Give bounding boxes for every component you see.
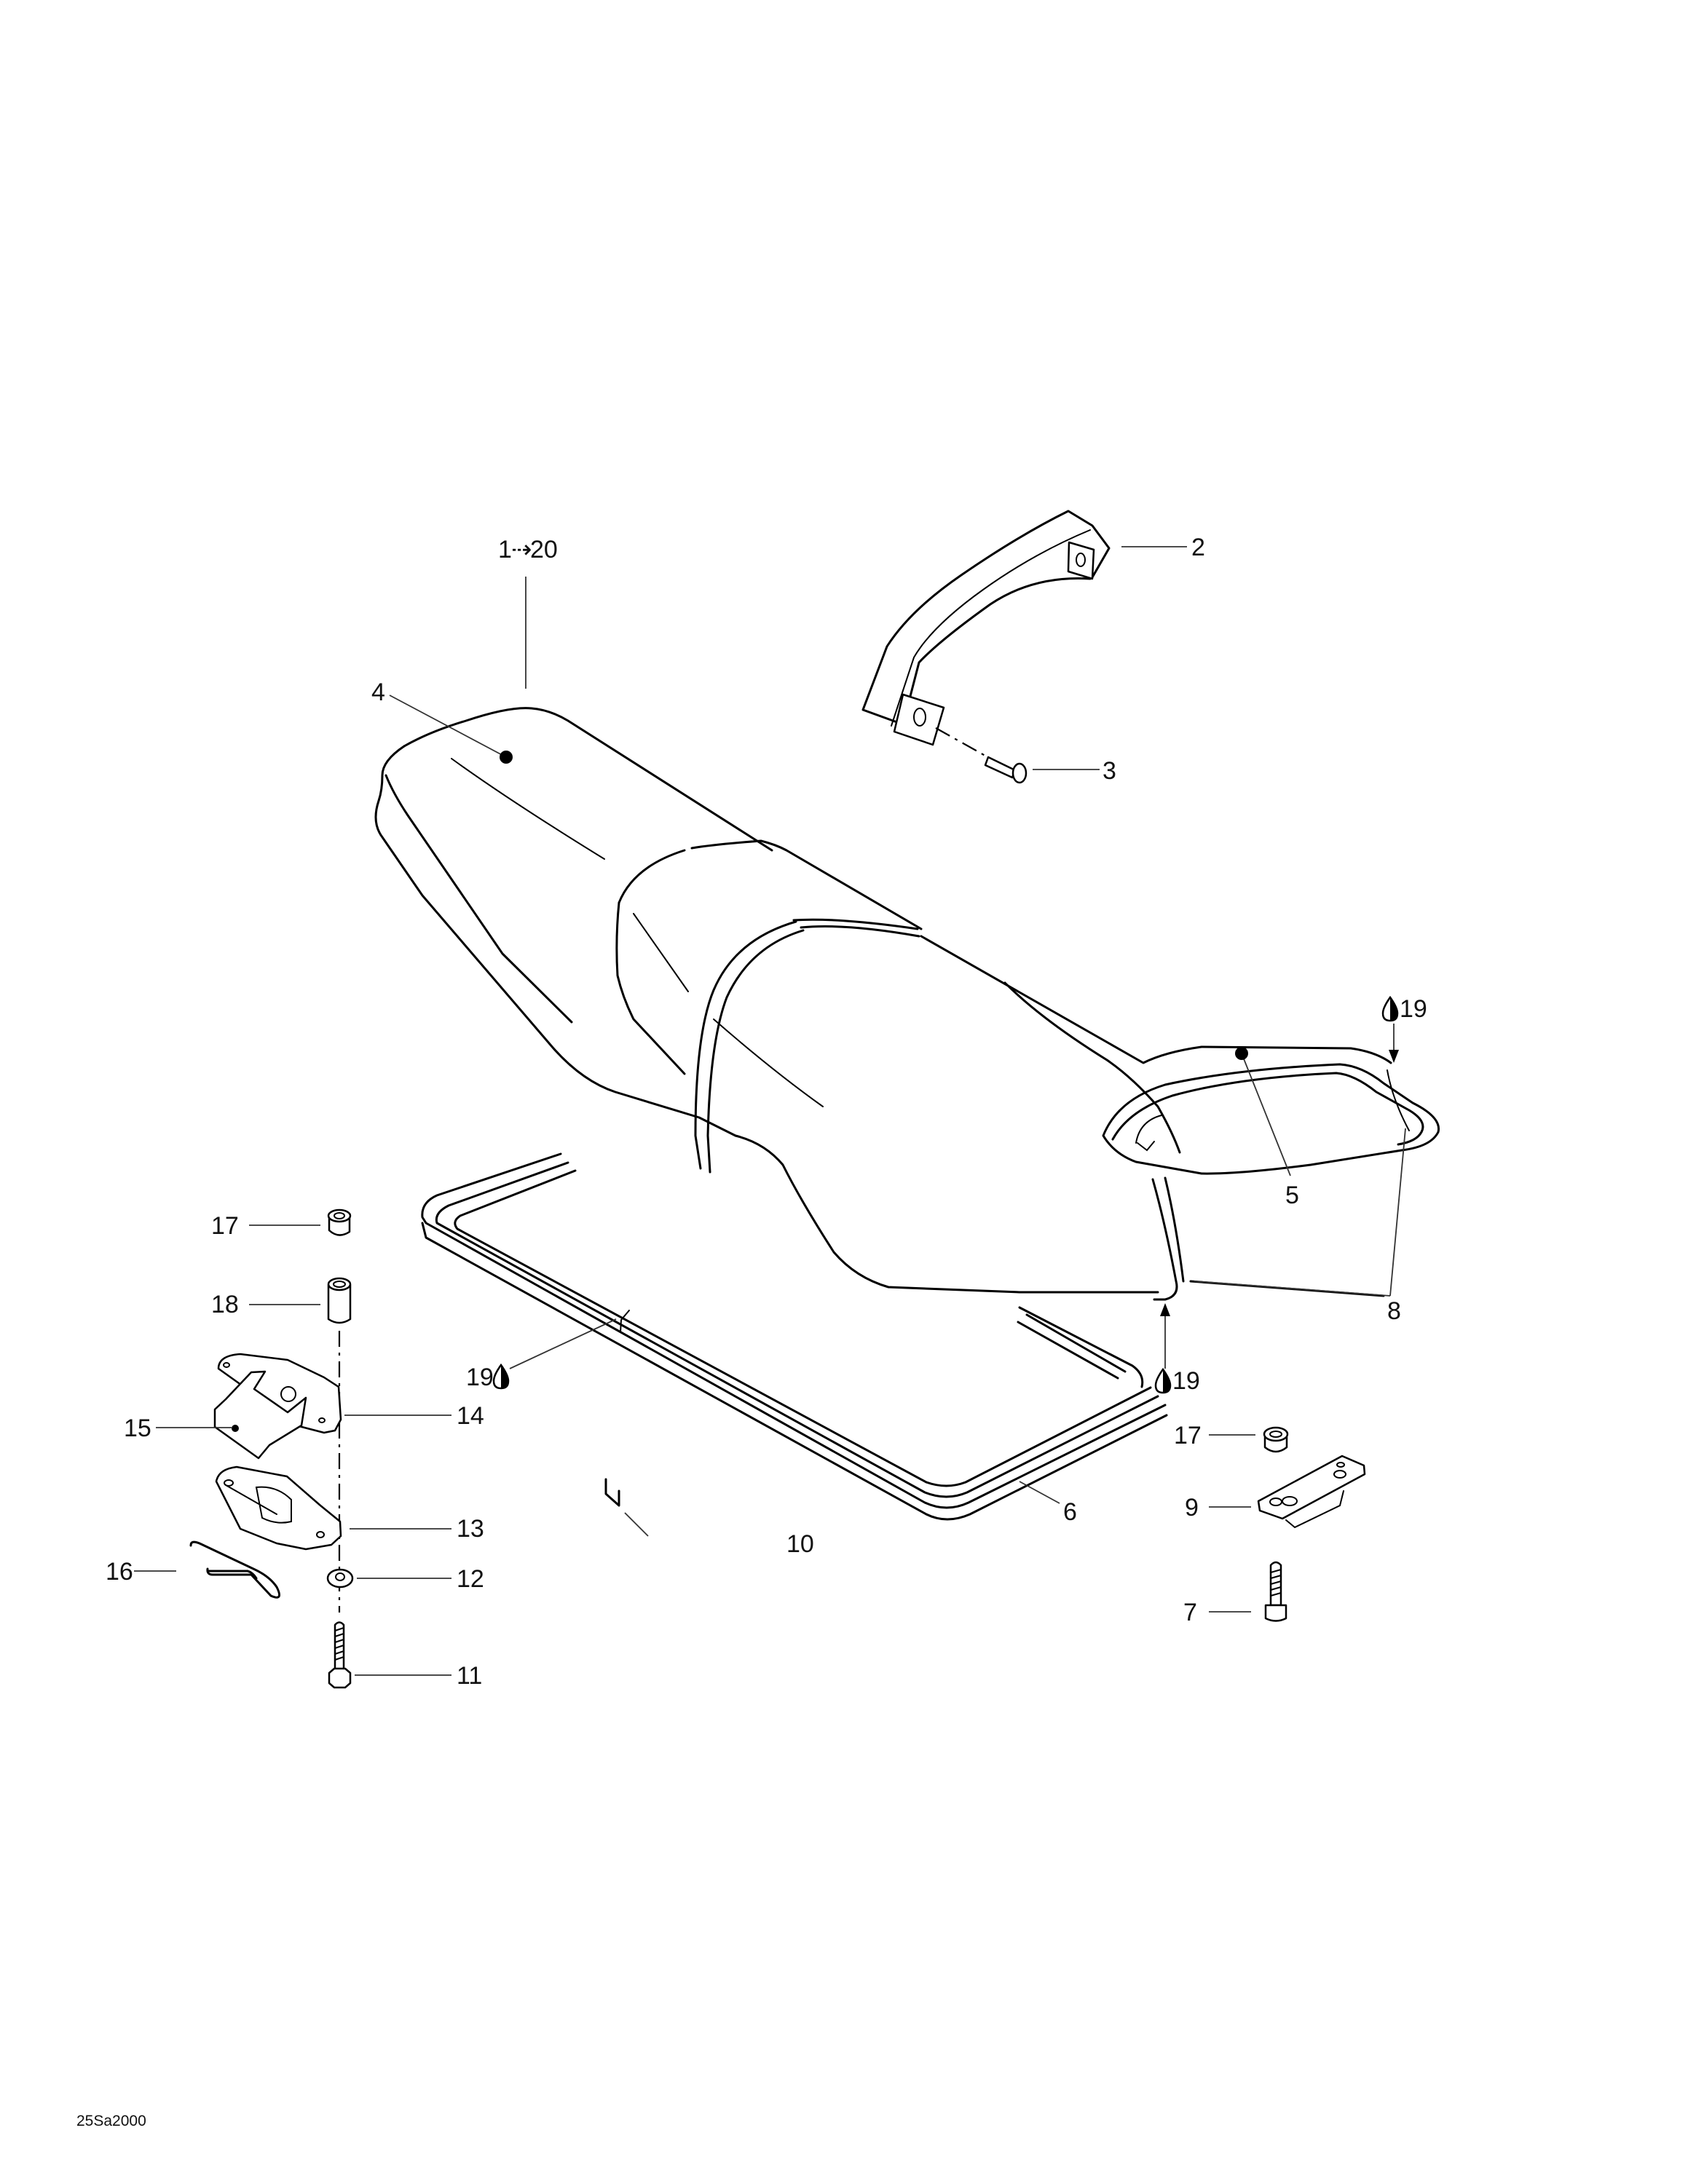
seat-main-body[interactable] [374, 707, 1392, 1294]
callout-19-left: 19 [466, 1364, 494, 1391]
callout-kit-range-from: 1 [498, 536, 512, 563]
adhesive-arrow-bottom-right [1160, 1303, 1170, 1369]
callout-6: 6 [1063, 1498, 1077, 1526]
hairpin-spring[interactable] [189, 1540, 281, 1599]
callout-18: 18 [211, 1291, 239, 1318]
handle-rivet[interactable] [984, 756, 1028, 784]
drop-icon [1381, 995, 1399, 1022]
drop-icon [492, 1363, 510, 1390]
callout-19-top-right: 19 [1400, 995, 1427, 1023]
callout-7: 7 [1183, 1599, 1197, 1626]
assembly-dot-seat [500, 751, 513, 764]
drawing-reference-code: 25Sa2000 [76, 2113, 146, 2129]
callout-17-left: 17 [211, 1212, 239, 1240]
latch-housing[interactable] [215, 1465, 342, 1551]
spacer-sleeve[interactable] [327, 1277, 352, 1324]
washer[interactable] [326, 1568, 354, 1588]
assembly-dot-rear-cover [1235, 1047, 1248, 1060]
hex-bolt[interactable] [328, 1621, 352, 1689]
socket-head-screw[interactable] [1264, 1561, 1287, 1622]
callout-3: 3 [1103, 757, 1116, 785]
nut-right[interactable] [1263, 1426, 1289, 1453]
seat-base-frame[interactable] [421, 1152, 1168, 1521]
callout-9: 9 [1185, 1494, 1199, 1522]
callout-4: 4 [371, 678, 385, 706]
kit-range-arrow-icon: ⇢ [511, 536, 532, 563]
callout-14: 14 [457, 1402, 484, 1430]
seat-rear-cover[interactable] [1102, 1063, 1440, 1175]
handle-axis-line [935, 727, 991, 759]
callout-16: 16 [106, 1558, 133, 1586]
callout-13: 13 [457, 1515, 484, 1543]
callout-2: 2 [1191, 534, 1205, 561]
adhesive-arrow-top-right [1389, 1024, 1399, 1063]
callout-19-bottom-right: 19 [1172, 1367, 1200, 1395]
drop-icon [1154, 1367, 1172, 1394]
nut-left[interactable] [327, 1208, 352, 1236]
callout-kit-range-to: 20 [530, 536, 558, 563]
callout-11: 11 [457, 1662, 482, 1690]
callout-8: 8 [1387, 1297, 1401, 1325]
clip[interactable] [604, 1478, 620, 1507]
callout-15: 15 [124, 1415, 151, 1442]
seat-trim[interactable] [1151, 1069, 1410, 1301]
latch-lever[interactable] [213, 1370, 307, 1460]
callout-12: 12 [457, 1565, 484, 1593]
latch-plate[interactable] [1257, 1455, 1366, 1529]
callout-10: 10 [786, 1530, 814, 1558]
callout-5: 5 [1285, 1182, 1299, 1209]
leader-lines [134, 546, 1406, 1676]
callout-17-right: 17 [1174, 1422, 1202, 1449]
grab-handle[interactable] [861, 510, 1111, 746]
